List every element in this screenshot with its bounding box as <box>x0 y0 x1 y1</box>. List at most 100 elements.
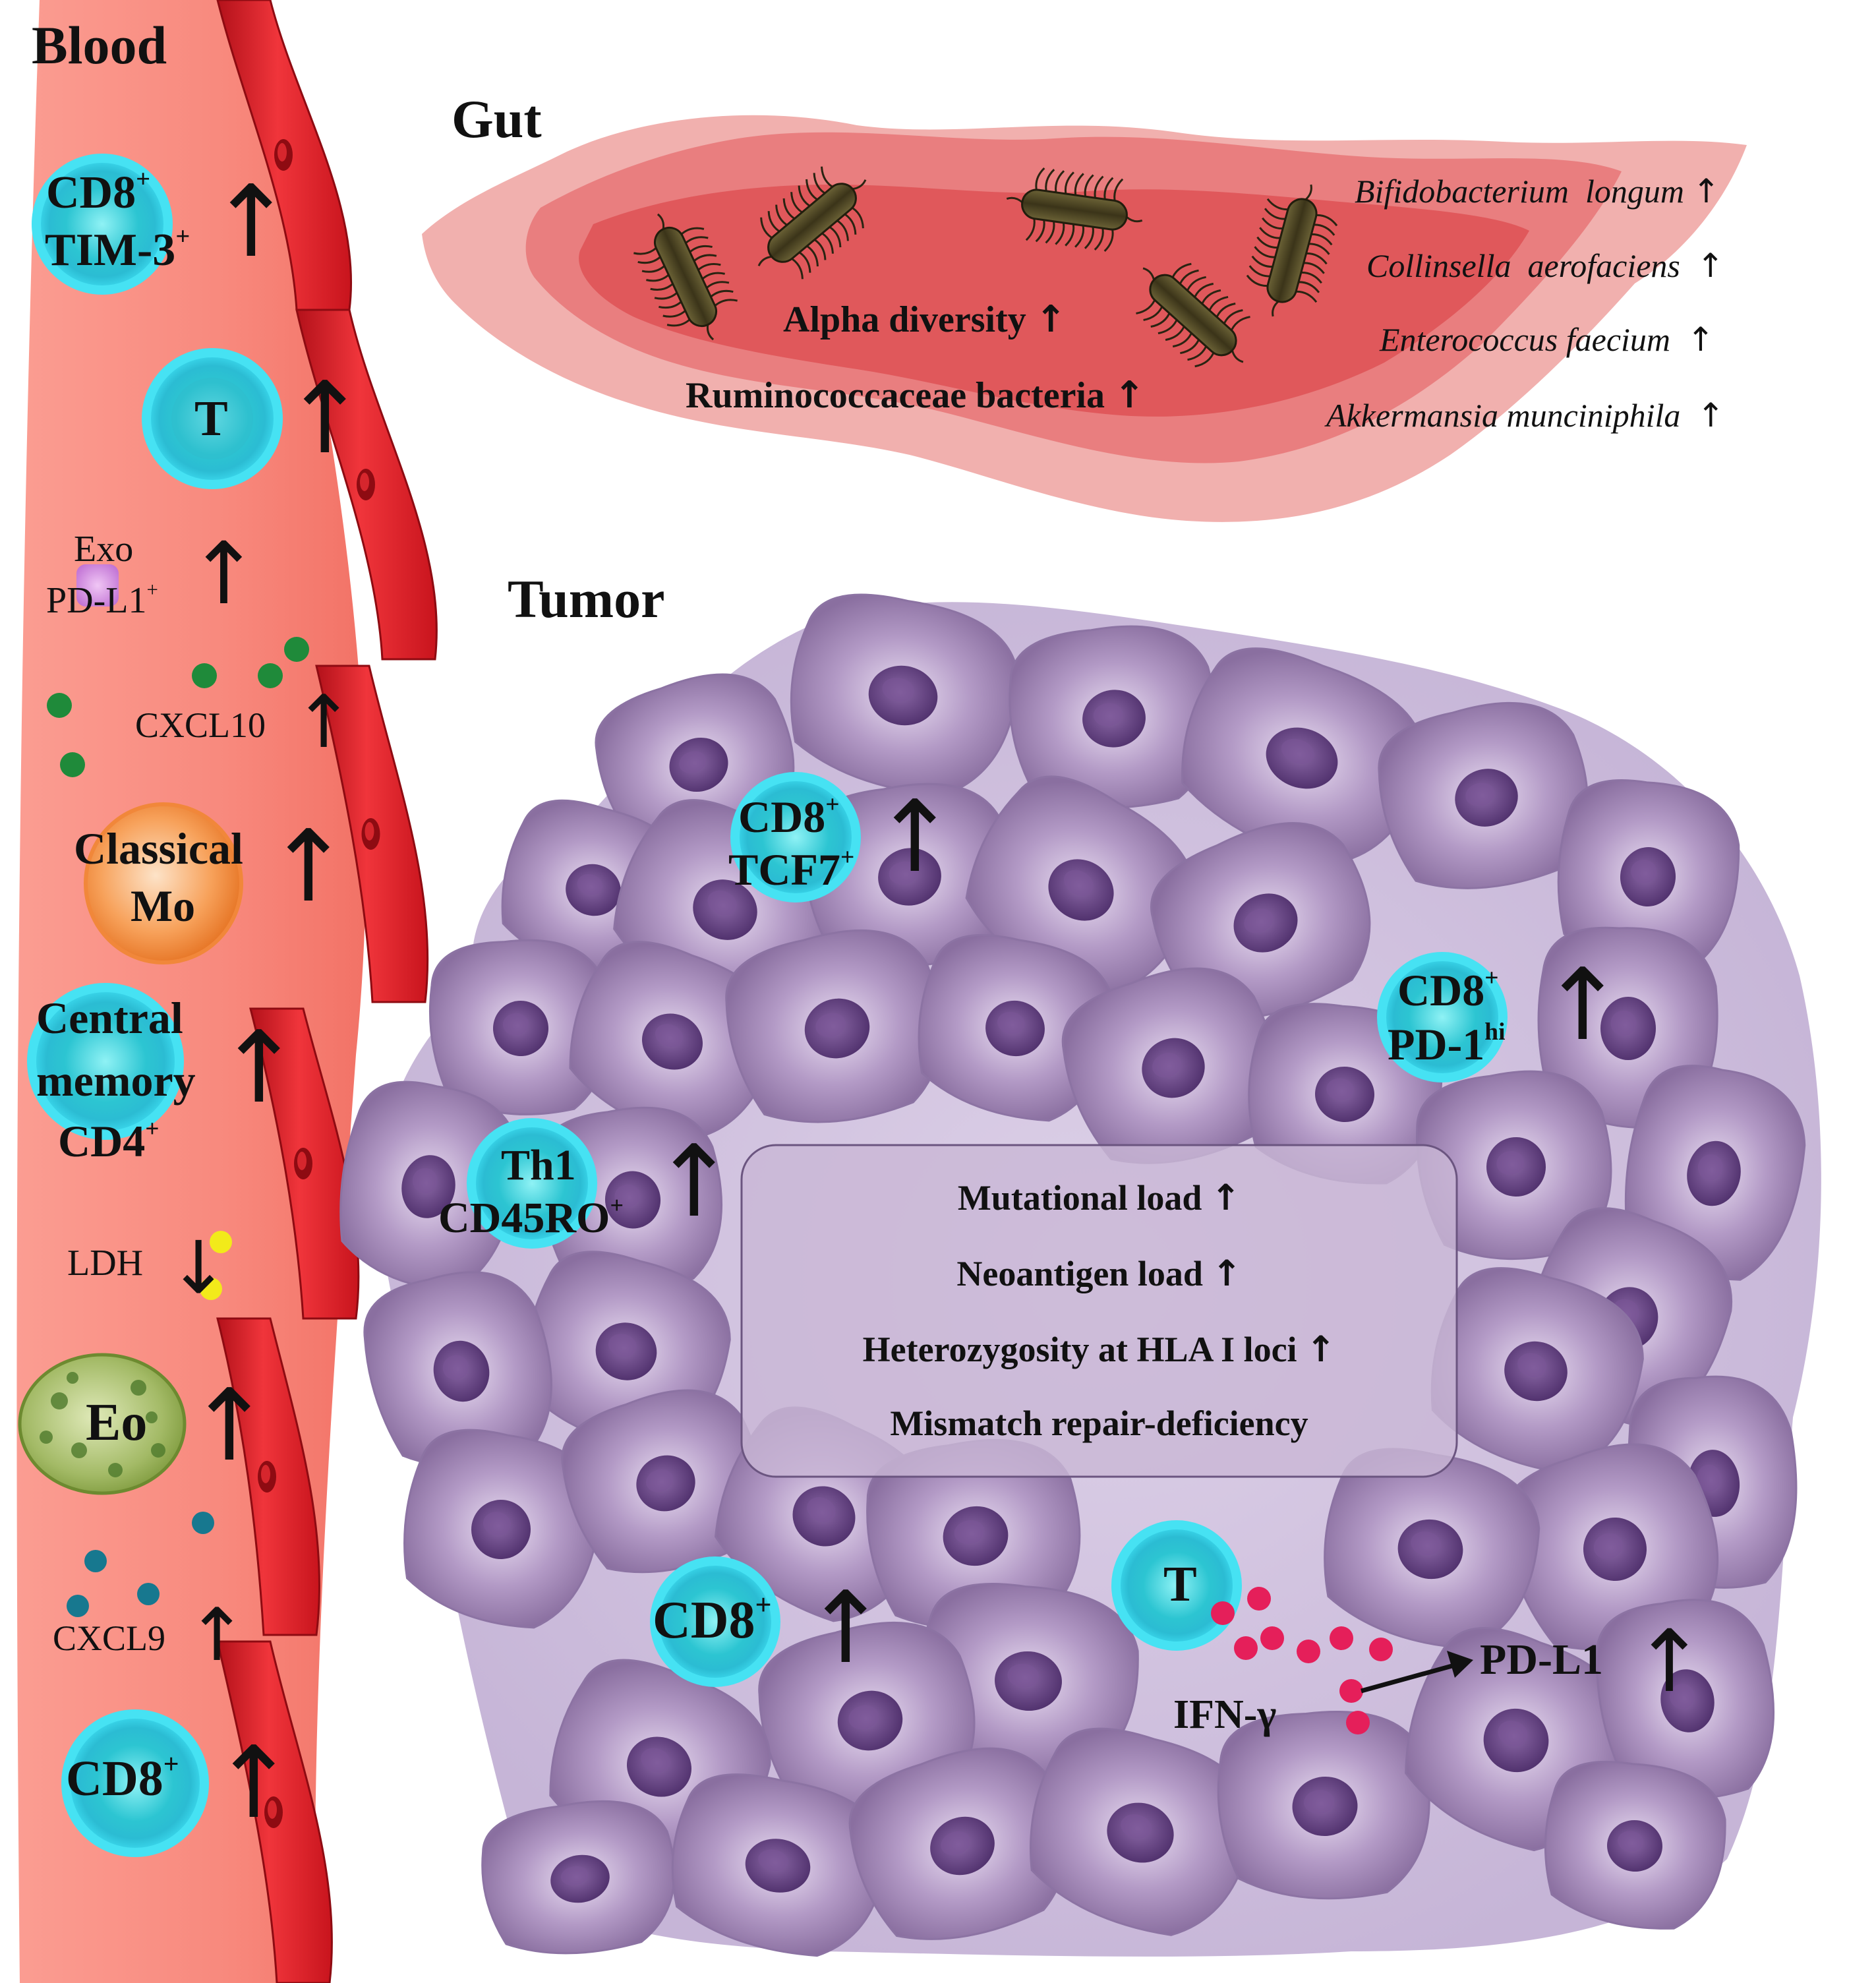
red-blood-cell-3 <box>315 665 429 1003</box>
tumor-cell-40 <box>1030 1727 1255 1936</box>
label-cd8-pd1-line1: CD8+ <box>1397 964 1499 1015</box>
label-ldh: LDH <box>67 1243 144 1284</box>
bacterium-2 <box>757 166 867 280</box>
down-arrow-icon: ↓ <box>168 1226 229 1310</box>
up-arrow-icon: ↑ <box>1035 298 1067 341</box>
up-arrow-icon: ↑ <box>212 1726 295 1841</box>
label-species-enterococcus: Enterococcus faecium ↑ <box>1380 320 1715 359</box>
label-tumor-t-cell: T <box>1163 1556 1197 1612</box>
label-ifn-gamma: IFN-γ <box>1173 1692 1277 1737</box>
section-title-gut: Gut <box>452 89 542 149</box>
box-line-mutational-load: Mutational load ↑ <box>957 1177 1241 1218</box>
tumor-cd8-pd1-cell-shape <box>1377 952 1508 1082</box>
up-arrow-icon: ↑ <box>188 523 260 624</box>
classical-monocyte-shape <box>84 802 243 964</box>
label-species-akkermansia: Akkermansia munciniphila ↑ <box>1326 396 1725 434</box>
tumor-cell-32 <box>1502 1443 1719 1651</box>
section-title-tumor: Tumor <box>508 569 665 629</box>
up-arrow-icon: ↑ <box>1541 948 1624 1063</box>
tumor-cell-28 <box>561 1389 762 1574</box>
label-classical-mo-line1: Classical <box>74 823 243 873</box>
red-blood-cell-5 <box>216 1317 321 1636</box>
tumor-features-box <box>740 1144 1458 1478</box>
box-line-neoantigen-load: Neoantigen load ↑ <box>956 1253 1242 1294</box>
label-blood-t-cell: T <box>194 391 228 446</box>
tumor-cd8-cell-shape <box>650 1556 780 1687</box>
tumor-cell-30 <box>866 1438 1081 1630</box>
bacterium-5 <box>1246 184 1338 317</box>
red-blood-cell-4 <box>249 1007 360 1320</box>
label-species-bifidobacterium: Bifidobacterium longum ↑ <box>1355 172 1720 210</box>
up-arrow-icon: ↑ <box>804 1571 887 1686</box>
up-arrow-icon: ↑ <box>1697 396 1725 434</box>
tumor-cell-37 <box>481 1800 676 1955</box>
tumor-cell-26 <box>363 1271 552 1467</box>
label-classical-mo-line2: Mo <box>131 881 196 931</box>
label-tumor-cd8: CD8+ <box>653 1588 772 1649</box>
label-pd-l1: PD-L1 <box>1480 1636 1603 1684</box>
blood-cd8-tim3-cell-shape <box>32 154 173 295</box>
tumor-cell-5 <box>1557 779 1740 973</box>
tumor-cell-1 <box>790 593 1019 796</box>
up-arrow-icon: ↑ <box>293 680 355 764</box>
bacterium-4 <box>1136 262 1250 368</box>
up-arrow-icon: ↑ <box>1687 320 1715 359</box>
label-exo-line1: Exo <box>74 529 134 570</box>
label-species-collinsella: Collinsella aerofaciens ↑ <box>1366 247 1724 285</box>
label-cd8-tim3-line2: TIM-3+ <box>45 223 191 276</box>
label-blood-cd8: CD8+ <box>66 1749 179 1806</box>
up-arrow-icon: ↑ <box>873 780 956 895</box>
tumor-cell-33 <box>1324 1448 1540 1649</box>
up-arrow-icon: ↑ <box>283 361 366 476</box>
ifn-gamma-dots <box>1211 1587 1393 1734</box>
tumor-cell-15 <box>569 941 778 1140</box>
red-blood-cell-2 <box>295 309 438 661</box>
gut-bacteria <box>633 166 1338 368</box>
up-arrow-icon: ↑ <box>218 1011 301 1125</box>
up-arrow-icon: ↑ <box>1692 172 1720 210</box>
label-cd8-tcf7-line2: TCF7+ <box>728 844 855 895</box>
up-arrow-icon: ↑ <box>187 1593 248 1677</box>
central-memory-cd4-cell-shape <box>27 983 184 1140</box>
up-arrow-icon: ↑ <box>1696 247 1724 285</box>
label-cd8-tcf7-line1: CD8+ <box>738 791 840 842</box>
label-central-memory-line3: CD4+ <box>58 1115 160 1166</box>
tumor-cell-44 <box>1544 1760 1726 1930</box>
label-cd8-tim3-line1: CD8+ <box>46 165 151 218</box>
eosinophil-shape <box>18 1353 187 1495</box>
tumor-cell-31 <box>1430 1267 1644 1474</box>
bacterium-3 <box>1006 167 1143 252</box>
up-arrow-icon: ↑ <box>1210 1177 1241 1218</box>
label-alpha-diversity: Alpha diversity ↑ <box>783 298 1067 341</box>
up-arrow-icon: ↑ <box>1306 1328 1336 1370</box>
up-arrow-icon: ↑ <box>1212 1253 1242 1294</box>
tumor-th1-cell-shape <box>467 1118 597 1249</box>
tumor-cell-3 <box>1181 647 1426 866</box>
tumor-cell-38 <box>671 1773 887 1957</box>
label-exo-line2: PD-L1+ <box>46 578 158 621</box>
tumor-cell-41 <box>1217 1711 1430 1900</box>
tumor-cell-27 <box>403 1429 602 1629</box>
tumor-cell-18 <box>1061 967 1276 1164</box>
up-arrow-icon: ↑ <box>188 1369 271 1483</box>
tumor-cell-2 <box>1009 625 1216 809</box>
tumor-cd8-tcf7-cell-shape <box>730 772 861 903</box>
tumor-cells <box>339 593 1806 1957</box>
label-central-memory-line2: memory <box>36 1055 196 1106</box>
cxcl10-dots <box>47 637 309 777</box>
bacterium-1 <box>633 213 738 341</box>
label-cxcl10: CXCL10 <box>135 705 266 745</box>
tumor-cell-23 <box>339 1080 520 1291</box>
up-arrow-icon: ↑ <box>1114 374 1145 417</box>
tumor-t-cell-shape <box>1111 1520 1242 1651</box>
up-arrow-icon: ↑ <box>267 810 350 924</box>
tumor-cell-43 <box>1595 1599 1775 1800</box>
label-th1-line2: CD45RO+ <box>438 1191 624 1242</box>
tumor-cell-39 <box>848 1747 1068 1940</box>
up-arrow-icon: ↑ <box>1633 1611 1705 1711</box>
label-cd8-pd1-line2: PD-1hi <box>1388 1019 1506 1069</box>
label-cxcl9: CXCL9 <box>53 1618 166 1658</box>
ifn-to-pdl1-arrow <box>1361 1651 1473 1694</box>
blood-cd8-cell-shape <box>61 1709 209 1857</box>
